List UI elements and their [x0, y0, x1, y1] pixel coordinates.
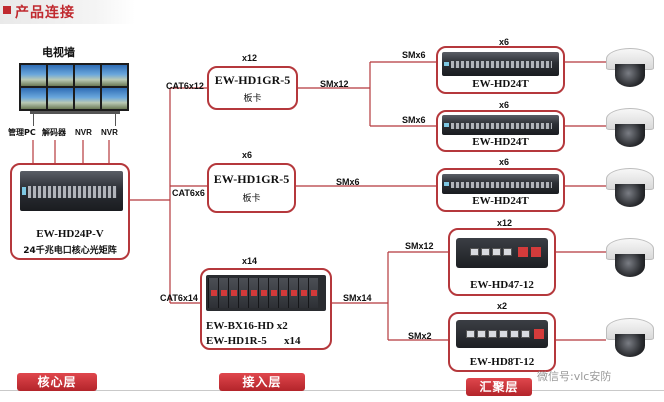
layer-label-core: 核心层	[17, 373, 97, 391]
edge-switch-image-1	[442, 52, 559, 76]
header-bullet	[3, 6, 11, 14]
link-label-cat6x12: CAT6x12	[166, 81, 204, 91]
box2-sub: 板卡	[242, 194, 261, 204]
wall-title: 电视墙	[42, 46, 75, 59]
link-label-smx12: SMx12	[320, 79, 349, 89]
sw1-name: EW-HD24T	[472, 78, 529, 90]
box3-name1: EW-BX16-HD x2	[206, 320, 288, 332]
layer-label-aggregation: 汇聚层	[466, 378, 532, 396]
sw4-link: SMx12	[405, 241, 434, 251]
box1-count: x12	[242, 53, 258, 63]
dome-camera-icon	[606, 168, 654, 208]
page-title: 产品连接	[15, 5, 75, 21]
sw3-count: x6	[499, 157, 510, 167]
sw4-count: x12	[497, 218, 513, 228]
box1-sub: 板卡	[243, 94, 262, 104]
sw3-name: EW-HD24T	[472, 195, 529, 207]
dome-camera-icon	[606, 238, 654, 278]
watermark: 微信号:vlc安防	[537, 370, 612, 383]
core-switch-desc: 24千兆电口核心光矩阵	[23, 246, 117, 256]
sw2-name: EW-HD24T	[472, 136, 529, 148]
box1-name: EW-HD1GR-5	[214, 73, 291, 87]
sw1-count: x6	[499, 37, 510, 47]
wall-leg	[115, 114, 116, 126]
fiber-chassis-image	[206, 275, 326, 311]
edge-switch-image-3	[442, 174, 559, 194]
box3-name2-count: x14	[284, 335, 301, 347]
link-label-smx14: SMx14	[343, 293, 372, 303]
access-card-box-1[interactable]	[207, 66, 298, 110]
sw1-link: SMx6	[402, 50, 426, 60]
output-label-nvr: NVR	[101, 128, 118, 137]
link-label-cat6x6: CAT6x6	[172, 188, 205, 198]
box2-count: x6	[242, 150, 253, 160]
box2-name: EW-HD1GR-5	[213, 172, 290, 186]
dome-camera-icon	[606, 318, 654, 358]
box3-name2: EW-HD1R-5	[206, 335, 267, 347]
output-label-pc: 管理PC	[8, 128, 36, 137]
sw2-link: SMx6	[402, 115, 426, 125]
output-label-decoder: 解码器	[42, 128, 66, 137]
box3-count: x14	[242, 256, 258, 266]
sw2-count: x6	[499, 100, 510, 110]
wall-stand	[30, 111, 120, 114]
edge-switch-image-5	[456, 320, 548, 348]
header-bar	[0, 0, 135, 24]
link-label-cat6x14: CAT6x14	[160, 293, 198, 303]
core-switch-name: EW-HD24P-V	[36, 228, 104, 240]
sw5-name: EW-HD8T-12	[469, 356, 535, 368]
edge-switch-image-2	[442, 115, 559, 135]
edge-switch-image-4	[456, 238, 548, 268]
layer-divider	[0, 390, 664, 391]
sw5-link: SMx2	[408, 331, 432, 341]
dome-camera-icon	[606, 108, 654, 148]
layer-label-access: 接入层	[219, 373, 305, 391]
wall-leg	[33, 114, 34, 126]
access-card-box-2[interactable]	[207, 163, 296, 213]
output-label-nvr: NVR	[75, 128, 92, 137]
link-label-smx6: SMx6	[336, 177, 360, 187]
dome-camera-icon	[606, 48, 654, 88]
sw4-name: EW-HD47-12	[470, 279, 534, 291]
core-switch-image	[20, 171, 123, 211]
video-wall-image	[19, 63, 129, 111]
sw5-count: x2	[497, 301, 508, 311]
